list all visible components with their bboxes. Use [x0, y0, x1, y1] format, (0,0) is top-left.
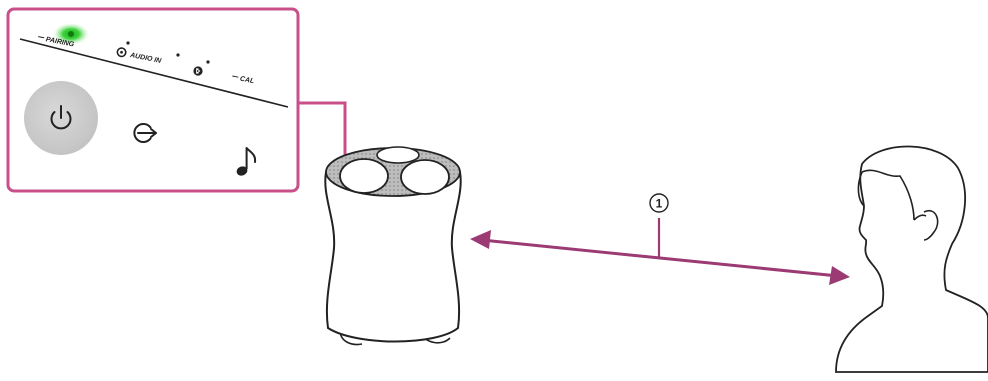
pairing-led [68, 31, 74, 37]
music-note-icon [236, 147, 257, 176]
callout-number-circle [649, 193, 669, 213]
power-icon [50, 105, 72, 130]
listener-face-edge [857, 171, 865, 207]
pairing-tick [38, 36, 45, 39]
control-panel-callout: PAIRING AUDIO IN CAL [6, 7, 347, 193]
callout-number: 1 [656, 197, 663, 211]
bluetooth-led [176, 53, 180, 57]
cal-led [206, 60, 210, 64]
distance-arrow: 1 [470, 193, 850, 285]
arrow-head-left [470, 230, 491, 249]
listener [835, 145, 988, 373]
music-button[interactable] [235, 147, 257, 177]
callout-connector-line [298, 101, 347, 155]
speaker-body [324, 171, 462, 343]
panel-edge-line [19, 38, 289, 108]
arrow-head-right [829, 266, 850, 285]
bluetooth-icon [193, 66, 203, 76]
speaker-driver-right [400, 159, 450, 195]
speaker [324, 146, 462, 346]
cal-tick [232, 75, 239, 78]
input-button[interactable] [133, 123, 157, 143]
cal-label: CAL [239, 76, 254, 86]
listener-hair [861, 169, 927, 221]
speaker-driver-back [376, 146, 420, 164]
power-button[interactable] [24, 81, 98, 155]
listener-ear [923, 209, 939, 241]
speaker-driver-left [339, 158, 389, 194]
input-icon [133, 123, 157, 143]
audio-in-icon [116, 47, 127, 58]
listener-head [835, 145, 988, 373]
audio-in-led [126, 41, 130, 45]
